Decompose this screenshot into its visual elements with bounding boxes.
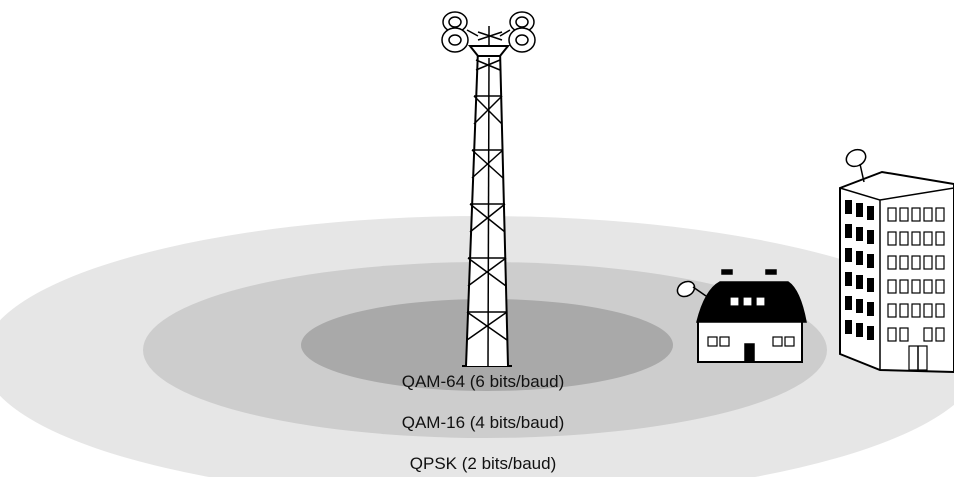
satellite-dish-icon — [676, 280, 707, 298]
zone-label-qam64: QAM-64 (6 bits/baud) — [402, 372, 565, 391]
office-building-icon — [839, 170, 954, 374]
building-front-windows — [887, 207, 945, 342]
zone-label-qam16: QAM-16 (4 bits/baud) — [402, 413, 565, 432]
house-icon — [696, 269, 807, 363]
satellite-dish-icon — [441, 11, 536, 53]
cell-tower-icon — [462, 26, 512, 367]
zone-label-qpsk: QPSK (2 bits/baud) — [410, 454, 556, 473]
satellite-dish-icon — [845, 148, 867, 183]
building-left-windows — [845, 200, 874, 340]
